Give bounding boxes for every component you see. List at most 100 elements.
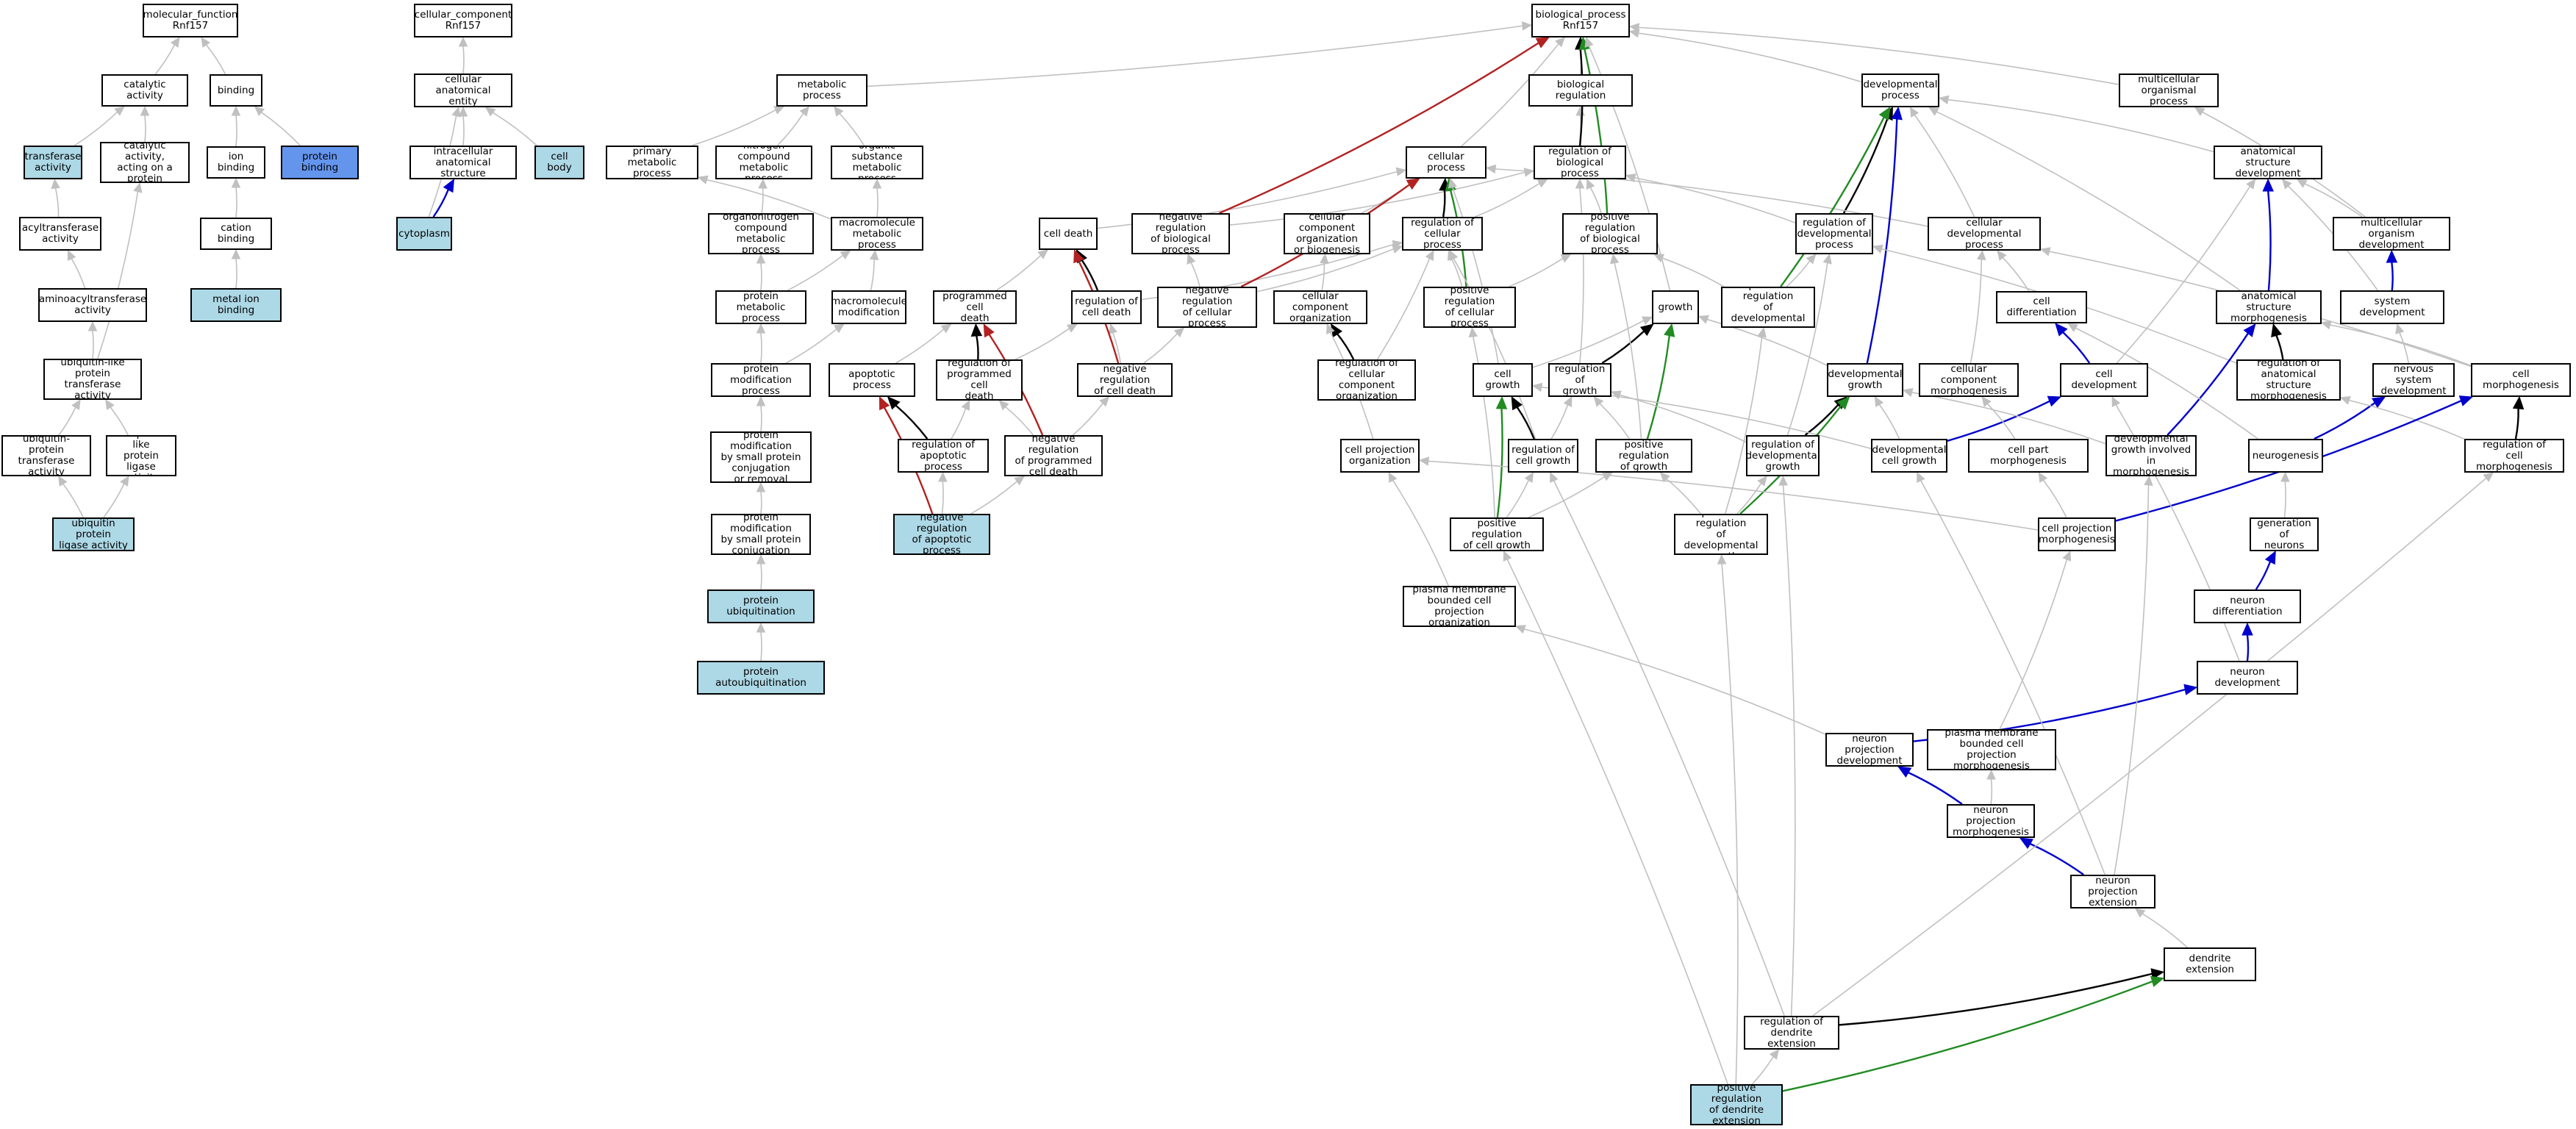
edge-regulates — [2512, 395, 2525, 440]
go-term-dev-growth-morph: developmental growth involved in morphog… — [2105, 435, 2197, 476]
edge-is-a — [1874, 395, 1900, 440]
edge-is-a — [1586, 178, 1602, 214]
go-term-neurogenesis: neurogenesis — [2248, 439, 2323, 473]
go-term-reg-cc-org: regulation of cellular component organiz… — [1317, 359, 1416, 401]
edge-is-a — [1506, 471, 1534, 518]
edge-is-a — [1609, 253, 1642, 440]
edge-is-a — [776, 106, 810, 146]
edge-part-of — [2055, 323, 2091, 364]
edge-is-a — [785, 323, 845, 364]
edge-is-a — [951, 399, 970, 440]
go-term-reg-anat-morph: regulation of anatomical structure morph… — [2236, 359, 2341, 401]
edge-is-a — [2067, 323, 2258, 440]
edge-is-a — [58, 398, 81, 436]
edge-is-a — [96, 182, 143, 359]
edge-part-of — [2167, 323, 2256, 436]
go-term-catalytic: catalytic activity — [101, 74, 188, 107]
edge-is-a — [1468, 326, 1496, 518]
go-term-pos-reg-dendrite-ext: positive regulation of dendrite extensio… — [1690, 1084, 1783, 1125]
go-term-multi-org-dev: multicellular organism development — [2333, 217, 2450, 251]
edge-is-a — [1778, 475, 1796, 1017]
edge-is-a — [1786, 253, 1832, 436]
go-term-macromol-met: macromolecule metabolic process — [831, 217, 923, 251]
go-term-multi-org: multicellular organismal process — [2119, 74, 2219, 107]
go-term-protein-binding: protein binding — [281, 146, 359, 179]
go-term-bp: biological_process Rnf157 — [1531, 4, 1630, 37]
edge-is-a — [2134, 908, 2188, 948]
edge-is-a — [834, 106, 865, 146]
edge-is-a — [140, 105, 150, 143]
edge-is-a — [1550, 395, 1573, 440]
edge-is-a — [254, 106, 301, 146]
go-term-primary-met: primary metabolic process — [606, 146, 698, 179]
edge-is-a — [756, 622, 766, 662]
edge-is-a — [1108, 323, 1121, 364]
go-term-pm-bounded-org: plasma membrane bounded cell projection … — [1403, 586, 1516, 627]
go-term-reg-cell-growth: regulation of cell growth — [1508, 439, 1578, 473]
go-term-cell-anat: cellular anatomical entity — [414, 74, 512, 107]
go-term-ion-binding: ion binding — [207, 146, 265, 179]
go-term-pos-reg-cell-growth: positive regulation of cell growth — [1450, 517, 1544, 551]
edge-is-a — [2296, 179, 2363, 218]
edge-is-a — [2395, 323, 2410, 364]
edge-is-a — [756, 323, 766, 364]
edge-regulates — [1842, 106, 1893, 214]
edge-is-a — [1376, 249, 1434, 360]
edge-regulates — [1839, 968, 2165, 1026]
edge-part-of — [432, 178, 455, 218]
go-term-pos-reg-dev-growth: positive regulation of developmental gro… — [1674, 514, 1768, 555]
go-term-dendrite-ext: dendrite extension — [2164, 947, 2256, 981]
edge-is-a — [1503, 550, 1728, 1085]
go-term-neg-reg-cell-death: negative regulation of cell death — [1077, 363, 1173, 397]
go-term-intracell: intracellular anatomical structure — [409, 146, 517, 179]
edge-is-a — [2038, 471, 2067, 518]
edge-part-of — [2242, 622, 2253, 662]
go-term-aminoacyltransferase: aminoacyltransferase activity — [38, 288, 147, 322]
edge-is-a — [756, 553, 766, 590]
edge-is-a — [87, 320, 98, 359]
edge-is-a — [1969, 249, 1986, 364]
go-term-bio-reg: biological regulation — [1528, 74, 1633, 107]
edge-is-a — [1388, 471, 1449, 587]
edge-is-a — [484, 107, 537, 146]
edge-is-a — [1938, 95, 2214, 153]
edge-is-a — [1256, 244, 1403, 293]
edge-is-a — [1751, 1049, 1780, 1085]
go-term-cell-proj-org: cell projection organization — [1340, 439, 1420, 473]
go-term-organonitrogen: organonitrogen compound metabolic proces… — [708, 213, 814, 254]
go-term-pm-small: protein modification by small protein co… — [710, 431, 812, 483]
edge-regulates — [1511, 395, 1535, 440]
go-term-reg-bio: regulation of biological process — [1534, 146, 1626, 179]
edge-is-a — [58, 475, 84, 518]
go-term-neuron-proj-dev: neuron projection development — [1825, 733, 1914, 767]
edge-is-a — [105, 398, 129, 436]
edge-is-a — [1532, 316, 1653, 368]
edge-is-a — [1628, 29, 1862, 83]
go-term-reg-cell-proc: regulation of cellular process — [1402, 217, 1483, 251]
go-term-protein-met: protein metabolic process — [715, 290, 806, 324]
go-term-neuron-proj-ext: neuron projection extension — [2070, 875, 2155, 908]
edge-is-a — [201, 36, 226, 75]
edge-is-a — [231, 177, 241, 218]
edge-is-a — [1625, 173, 1796, 223]
edge-is-a — [1448, 177, 1499, 364]
edge-is-a — [1986, 769, 1996, 805]
edge-is-a — [2116, 179, 2256, 364]
go-term-protein-ub: protein ubiquitination — [707, 589, 815, 623]
go-term-mf: molecular_function Rnf157 — [143, 4, 238, 37]
go-term-metabolic: metabolic process — [776, 74, 867, 107]
edge-is-a — [2280, 471, 2290, 518]
go-term-neuron-diff: neuron differentiation — [2194, 589, 2301, 623]
go-term-apoptotic: apoptotic process — [829, 363, 915, 397]
go-term-cell-diff: cell differentiation — [1996, 291, 2087, 323]
edge-is-a — [895, 323, 952, 364]
edge-is-a — [1902, 387, 2106, 445]
edge-is-a — [691, 106, 785, 146]
edge-regulates — [2271, 323, 2284, 360]
edge-is-a — [1628, 23, 2119, 85]
edge-is-a — [1449, 249, 1536, 440]
edge-positively-regulates — [1646, 323, 1675, 440]
go-term-neuron-proj-morph: neuron projection morphogenesis — [1947, 804, 2035, 838]
edge-is-a — [787, 250, 851, 291]
go-term-pos-reg-growth: positive regulation of growth — [1595, 439, 1692, 473]
